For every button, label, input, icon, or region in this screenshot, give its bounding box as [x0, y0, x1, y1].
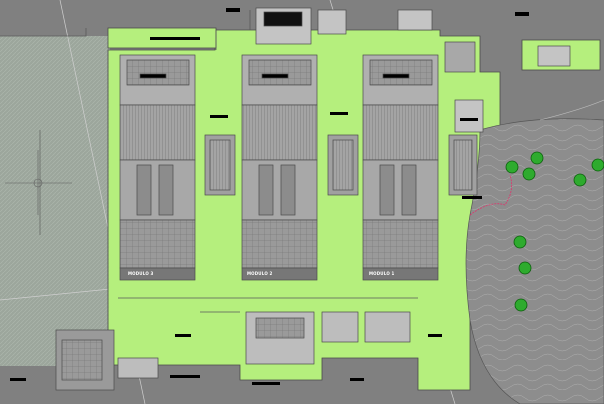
- module-label-2: MODULO 2: [247, 271, 273, 276]
- service-buildings: [55, 311, 411, 391]
- module-label-3: MODULO 3: [128, 271, 154, 276]
- topographic-park: [465, 99, 604, 404]
- roads: [0, 10, 418, 365]
- tree-icon: [81, 151, 604, 378]
- side-tanks: [204, 134, 478, 196]
- hatched-field: [0, 36, 110, 366]
- module-label-1: MODULO 1: [369, 271, 395, 276]
- auxiliary-buildings: [255, 7, 571, 133]
- treatment-module-1: [362, 54, 439, 281]
- treatment-module-3: [119, 54, 196, 281]
- treatment-module-2: [241, 54, 318, 281]
- annotation-blocks: [10, 8, 529, 385]
